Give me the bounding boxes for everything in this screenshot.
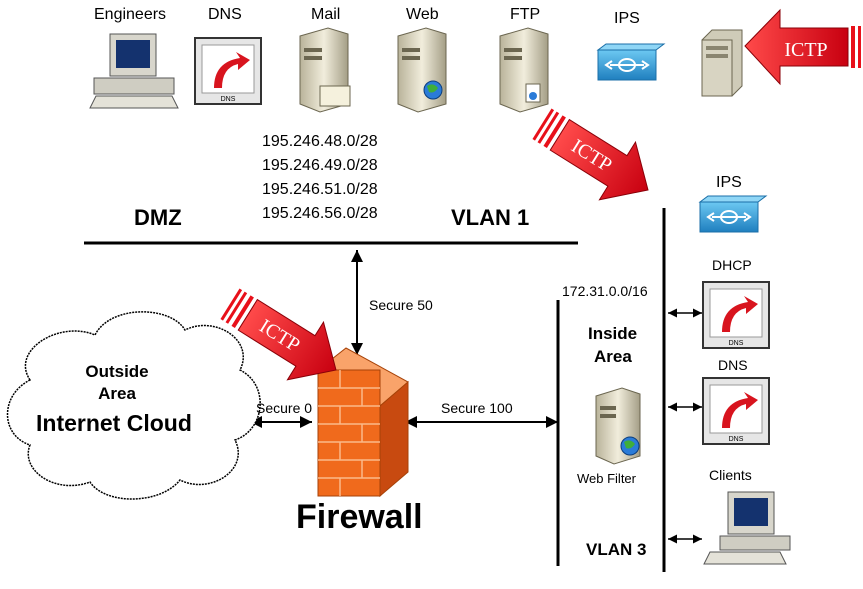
dns-right-label: DNS (718, 357, 748, 373)
ictp-arrow-top-right: ICTP (744, 8, 861, 86)
dns-top-label: DNS (208, 6, 242, 23)
ips-top-icon (596, 43, 666, 81)
clients-pc-icon (703, 491, 791, 565)
inside-subnet-label: 172.31.0.0/16 (562, 283, 648, 299)
vlan1-label: VLAN 1 (451, 205, 530, 230)
ftp-server-icon (499, 27, 549, 113)
web-server-icon (397, 27, 447, 113)
engineers-label: Engineers (94, 6, 167, 23)
dhcp-label: DHCP (712, 257, 752, 273)
secure-0-label: Secure 0 (256, 400, 313, 416)
ips-top-label: IPS (614, 10, 640, 27)
ftp-label: FTP (510, 6, 541, 23)
dmz-subnet-list: 195.246.48.0/28 195.246.49.0/28 195.246.… (262, 130, 378, 226)
clients-label: Clients (709, 467, 752, 483)
dhcp-server-icon (702, 281, 770, 349)
inside-area-label: Area (594, 347, 632, 366)
web-filter-label: Web Filter (577, 471, 636, 486)
dns-right-icon (702, 377, 770, 445)
vlan3-label: VLAN 3 (586, 540, 647, 559)
dns-icon-caption-dns: DNS (729, 436, 744, 443)
internet-cloud-shape (6, 311, 261, 500)
outside-label: Outside (85, 362, 149, 381)
ictp-arrow-ips: ICTP (532, 108, 649, 201)
mail-label: Mail (311, 6, 341, 23)
dmz-subnet: 195.246.49.0/28 (262, 157, 378, 174)
ips-right-icon (698, 195, 768, 233)
area-label: Area (98, 384, 136, 403)
dmz-subnet: 195.246.51.0/28 (262, 181, 378, 198)
engineers-pc-icon (89, 33, 179, 109)
ips-right-label: IPS (716, 174, 742, 191)
ictp-label-1: ICTP (784, 39, 827, 61)
inside-label: Inside (588, 324, 638, 343)
internet-cloud-label: Internet Cloud (36, 410, 192, 436)
dmz-subnet: 195.246.56.0/28 (262, 205, 378, 222)
firewall-label: Firewall (296, 498, 423, 536)
dns-icon-caption-top: DNS (221, 96, 236, 103)
firewall-icon (317, 347, 409, 498)
secure-100-label: Secure 100 (441, 400, 513, 416)
dns-icon-caption-dhcp: DNS (729, 340, 744, 347)
dns-server-icon (194, 37, 262, 105)
dmz-label: DMZ (134, 205, 182, 230)
secure-50-label: Secure 50 (369, 297, 433, 313)
tower-server-icon (701, 29, 743, 97)
mail-server-icon (299, 27, 351, 113)
web-label: Web (406, 6, 439, 23)
web-filter-icon (595, 387, 641, 465)
dmz-subnet: 195.246.48.0/28 (262, 133, 378, 150)
